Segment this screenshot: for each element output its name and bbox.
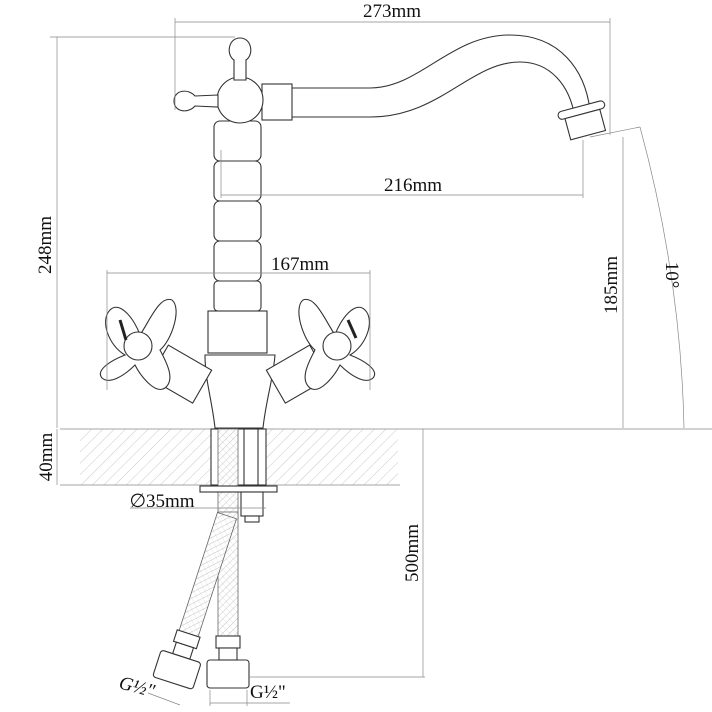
dim-hole-diameter: ∅35mm — [129, 491, 194, 512]
countertop — [60, 428, 712, 486]
dim-handle-span: 167mm — [271, 254, 329, 275]
dim-counter-thickness: 40mm — [36, 433, 57, 482]
dim-total-width: 273mm — [363, 1, 421, 22]
hose-angled — [152, 512, 237, 690]
dimension-lines — [50, 18, 685, 706]
dim-spout-reach: 216mm — [384, 175, 442, 196]
dim-thread-left: G½" — [117, 673, 158, 703]
dim-spout-angle: 10° — [661, 262, 682, 289]
dim-spout-height: 185mm — [601, 256, 622, 314]
dim-hose-length: 500mm — [402, 524, 423, 582]
mounting-hardware — [199, 428, 278, 523]
right-handle — [265, 298, 376, 404]
dim-thread-right: G½" — [250, 682, 286, 703]
faucet-body — [173, 37, 276, 429]
left-handle — [99, 298, 213, 404]
dim-total-height: 248mm — [35, 216, 56, 274]
spout — [261, 34, 607, 141]
